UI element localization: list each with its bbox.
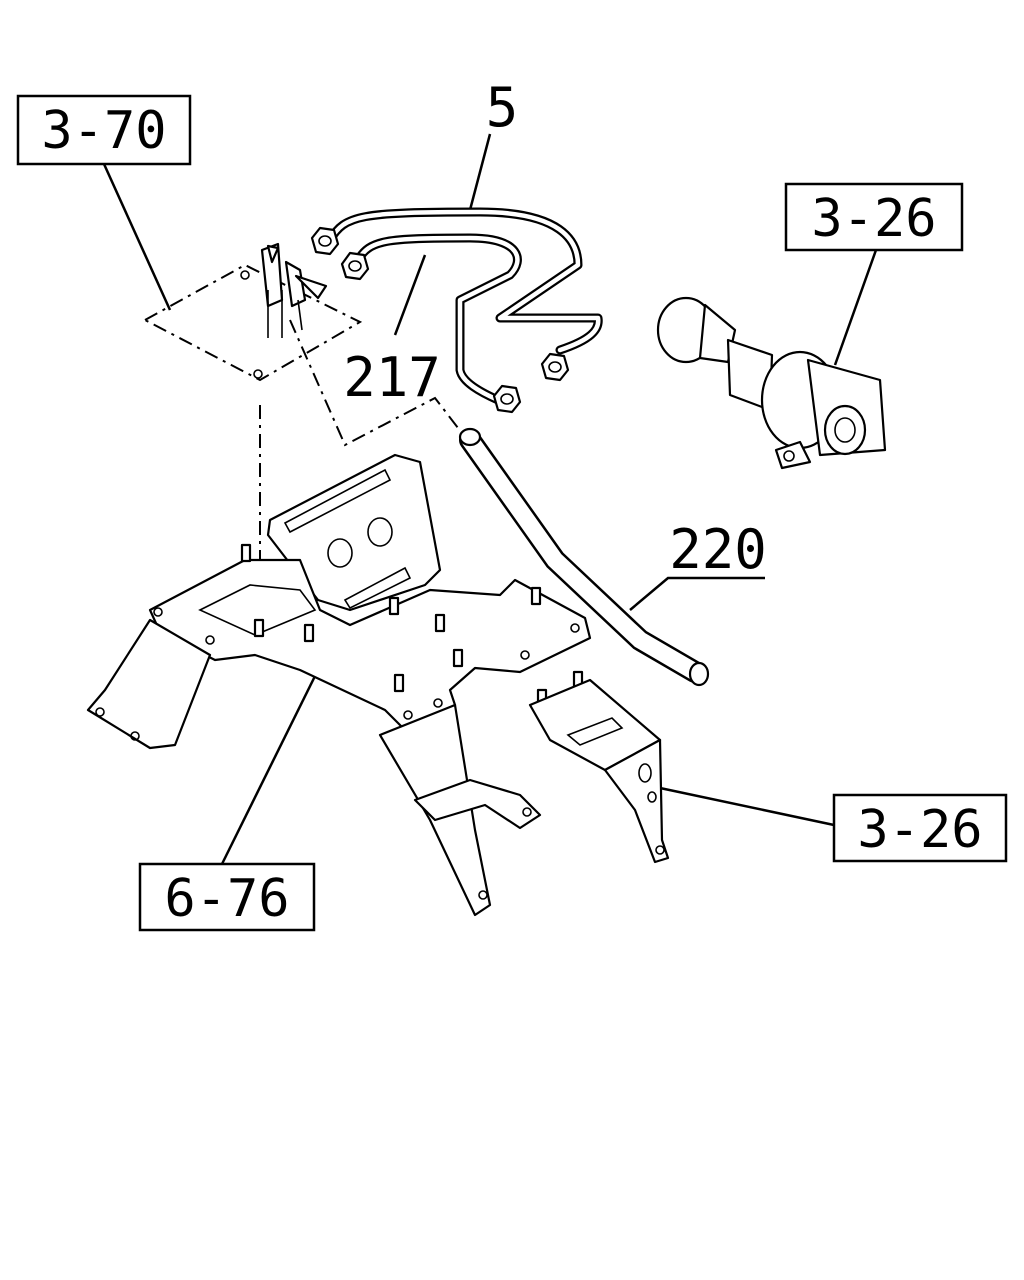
part-number-5: 5	[486, 76, 519, 139]
callout-3-26-top-label: 3-26	[811, 189, 936, 249]
main-bracket	[86, 453, 592, 917]
nut-icon	[492, 384, 522, 414]
leader-5	[468, 133, 492, 211]
leader-220	[629, 576, 765, 611]
leader-217	[393, 254, 427, 336]
hose	[458, 427, 710, 687]
part-number-220: 220	[669, 518, 767, 581]
valve-assembly	[656, 296, 887, 470]
leader-3-26-top	[833, 249, 878, 366]
leader-3-26-bottom	[659, 786, 835, 827]
leader-6-76	[220, 669, 320, 865]
callout-3-70-label: 3-70	[41, 101, 166, 161]
nut-icon	[540, 352, 570, 382]
part-number-217: 217	[343, 346, 441, 409]
stud-icon	[240, 543, 542, 693]
nut-icon	[310, 226, 340, 256]
nut-icon	[340, 251, 370, 281]
assembly-line	[289, 319, 459, 447]
fitting-plate	[144, 242, 363, 382]
callout-3-26-bottom[interactable]: 3-26	[832, 793, 1008, 863]
leader-3-70	[102, 163, 172, 311]
callout-6-76-label: 6-76	[164, 869, 289, 929]
callout-3-26-bottom-label: 3-26	[857, 800, 982, 860]
small-bracket	[528, 670, 670, 864]
callout-3-70[interactable]: 3-70	[16, 94, 192, 166]
callout-6-76[interactable]: 6-76	[138, 862, 316, 932]
pipe-assembly	[310, 207, 603, 414]
callout-3-26-top[interactable]: 3-26	[784, 182, 964, 252]
